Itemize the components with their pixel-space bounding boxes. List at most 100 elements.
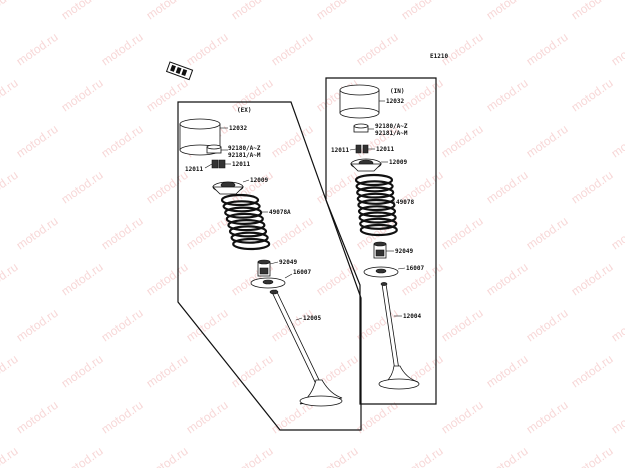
watermark: motod.ru [0, 352, 21, 391]
watermark: motod.ru [0, 0, 21, 22]
watermark: motod.ru [14, 30, 61, 69]
exhaust-label-spring: 49078A [269, 209, 291, 216]
watermark: motod.ru [569, 444, 616, 468]
watermark: motod.ru [99, 214, 146, 253]
watermark: motod.ru [314, 0, 361, 22]
watermark: motod.ru [144, 76, 191, 115]
intake-label-shim: 92180/A~Z [375, 123, 408, 130]
watermark: motod.ru [524, 306, 571, 345]
exhaust-leaders [204, 127, 303, 321]
exhaust-label-seal: 92049 [279, 259, 297, 266]
intake-label-spring: 49078 [396, 199, 414, 206]
watermark: motod.ru [14, 398, 61, 437]
watermark: motod.ru [524, 398, 571, 437]
watermark: motod.ru [59, 352, 106, 391]
watermark: motod.ru [59, 168, 106, 207]
watermark: motod.ru [14, 214, 61, 253]
watermark: motod.ru [399, 444, 446, 468]
intake-seat [363, 266, 399, 278]
watermark: motod.ru [399, 76, 446, 115]
watermark: motod.ru [59, 76, 106, 115]
watermark: motod.ru [484, 168, 531, 207]
diagram-code: E1210 [430, 53, 448, 60]
watermark: motod.ru [269, 122, 316, 161]
exhaust-valve [269, 289, 343, 407]
watermark: motod.ru [439, 214, 486, 253]
watermark: motod.ru [439, 30, 486, 69]
intake-leaders [349, 100, 406, 317]
front-arrow-icon [165, 61, 194, 81]
intake-valve [378, 282, 420, 390]
watermark: motod.ru [59, 444, 106, 468]
watermark: motod.ru [144, 168, 191, 207]
watermark: motod.ru [14, 306, 61, 345]
watermark: motod.ru [569, 168, 616, 207]
exhaust-label-cap: 12032 [229, 125, 247, 132]
watermark: motod.ru [0, 168, 21, 207]
intake-spring [354, 173, 398, 237]
watermark: motod.ru [609, 214, 625, 253]
watermark: motod.ru [144, 0, 191, 22]
exhaust-label-seat: 16007 [293, 269, 311, 276]
watermark: motod.ru [144, 352, 191, 391]
watermark: motod.ru [269, 214, 316, 253]
watermark: motod.ru [609, 398, 625, 437]
watermark: motod.ru [314, 168, 361, 207]
exhaust-label-shim2: 92181/A~M [228, 152, 261, 159]
intake-panel: (IN) [325, 77, 437, 405]
exhaust-panel: (EX) [177, 101, 362, 431]
intake-label-seal: 92049 [395, 248, 413, 255]
exhaust-retainer [212, 181, 244, 195]
watermark: motod.ru [144, 444, 191, 468]
watermark: motod.ru [184, 214, 231, 253]
watermark: motod.ru [99, 122, 146, 161]
watermark: motod.ru [314, 260, 361, 299]
watermark: motod.ru [0, 260, 21, 299]
watermark: motod.ru [524, 122, 571, 161]
watermark: motod.ru [99, 30, 146, 69]
intake-label-cap: 12032 [386, 98, 404, 105]
intake-cap [339, 84, 380, 119]
exhaust-label-keeper-right: 12011 [232, 161, 250, 168]
intake-tag: (IN) [390, 88, 404, 95]
intake-label-seat: 16007 [406, 265, 424, 272]
watermark: motod.ru [569, 352, 616, 391]
exhaust-label-retainer: 12009 [250, 177, 268, 184]
watermark: motod.ru [229, 352, 276, 391]
watermark: motod.ru [609, 122, 625, 161]
watermark: motod.ru [484, 352, 531, 391]
watermark: motod.ru [144, 260, 191, 299]
intake-shim [353, 123, 369, 133]
intake-label-shim2: 92181/A~M [375, 130, 408, 137]
watermark: motod.ru [354, 30, 401, 69]
watermark: motod.ru [569, 260, 616, 299]
watermark: motod.ru [99, 398, 146, 437]
exhaust-shim [206, 144, 222, 154]
intake-label-valve: 12004 [403, 313, 421, 320]
exhaust-keeper [211, 159, 226, 169]
watermark: motod.ru [569, 0, 616, 22]
watermark: motod.ru [229, 444, 276, 468]
watermark: motod.ru [399, 0, 446, 22]
watermark: motod.ru [0, 444, 21, 468]
exhaust-label-shim: 92180/A~Z [228, 145, 261, 152]
exhaust-label-keeper-left: 12011 [185, 166, 203, 173]
intake-label-keeper-left: 12011 [331, 147, 349, 154]
exhaust-spring [220, 193, 271, 251]
watermark: motod.ru [314, 444, 361, 468]
watermark: motod.ru [439, 122, 486, 161]
exhaust-tag: (EX) [237, 107, 251, 114]
watermark: motod.ru [524, 30, 571, 69]
watermark: motod.ru [229, 0, 276, 22]
intake-seal [373, 241, 387, 259]
watermark: motod.ru [269, 30, 316, 69]
watermark: motod.ru [484, 260, 531, 299]
watermark: motod.ru [184, 398, 231, 437]
intake-panel-frame [325, 77, 437, 405]
watermark: motod.ru [569, 76, 616, 115]
watermark: motod.ru [184, 30, 231, 69]
exhaust-seal [257, 259, 271, 277]
watermark: motod.ru [439, 306, 486, 345]
watermark: motod.ru [0, 76, 21, 115]
